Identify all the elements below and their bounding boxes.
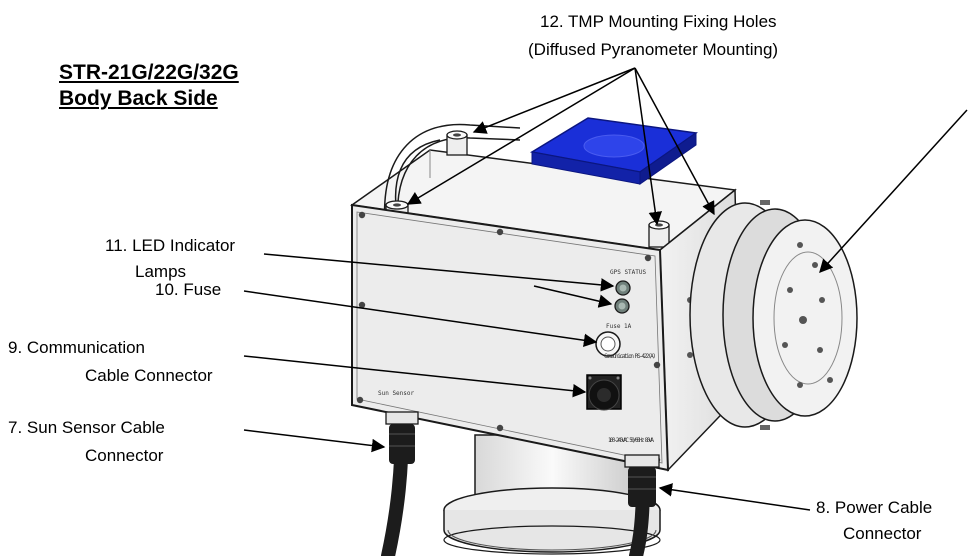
label-fuse: 10. Fuse xyxy=(155,280,222,299)
led-indicators xyxy=(614,280,631,314)
panel-text-comm: Communication RS-422(A) xyxy=(604,353,656,360)
panel-text-sun: Sun Sensor xyxy=(378,390,415,397)
label-comm-line2: Cable Connector xyxy=(85,366,213,385)
right-flange xyxy=(689,200,858,430)
label-comm-line1: 9. Communication xyxy=(8,338,146,357)
panel-text-gps: GPS STATUS xyxy=(610,269,647,276)
label-power-line2: Connector xyxy=(843,524,922,543)
panel-text-power: 100-240VAC 50/60Hz 80VA xyxy=(608,437,654,444)
power-cable xyxy=(624,454,660,556)
label-led-line1: 11. LED Indicator xyxy=(105,236,236,255)
panel-text-fuse: Fuse 1A xyxy=(606,323,632,330)
diagram-title-line2: Body Back Side xyxy=(59,87,218,110)
communication-connector xyxy=(586,374,622,411)
label-tmp-holes-line1: 12. TMP Mounting Fixing Holes xyxy=(540,12,777,31)
blue-lid xyxy=(529,117,699,185)
label-led-line2: Lamps xyxy=(135,262,187,281)
label-power-line1: 8. Power Cable xyxy=(816,498,933,517)
label-tmp-holes-line2: (Diffused Pyranometer Mounting) xyxy=(528,40,779,59)
sun-sensor-cable xyxy=(381,411,419,556)
leader-lines xyxy=(243,67,968,511)
diagram-title-line1: STR-21G/22G/32G xyxy=(59,61,239,84)
fuse-holder xyxy=(595,331,621,357)
label-sun-line2: Connector xyxy=(85,446,164,465)
label-sun-line1: 7. Sun Sensor Cable xyxy=(8,418,165,437)
